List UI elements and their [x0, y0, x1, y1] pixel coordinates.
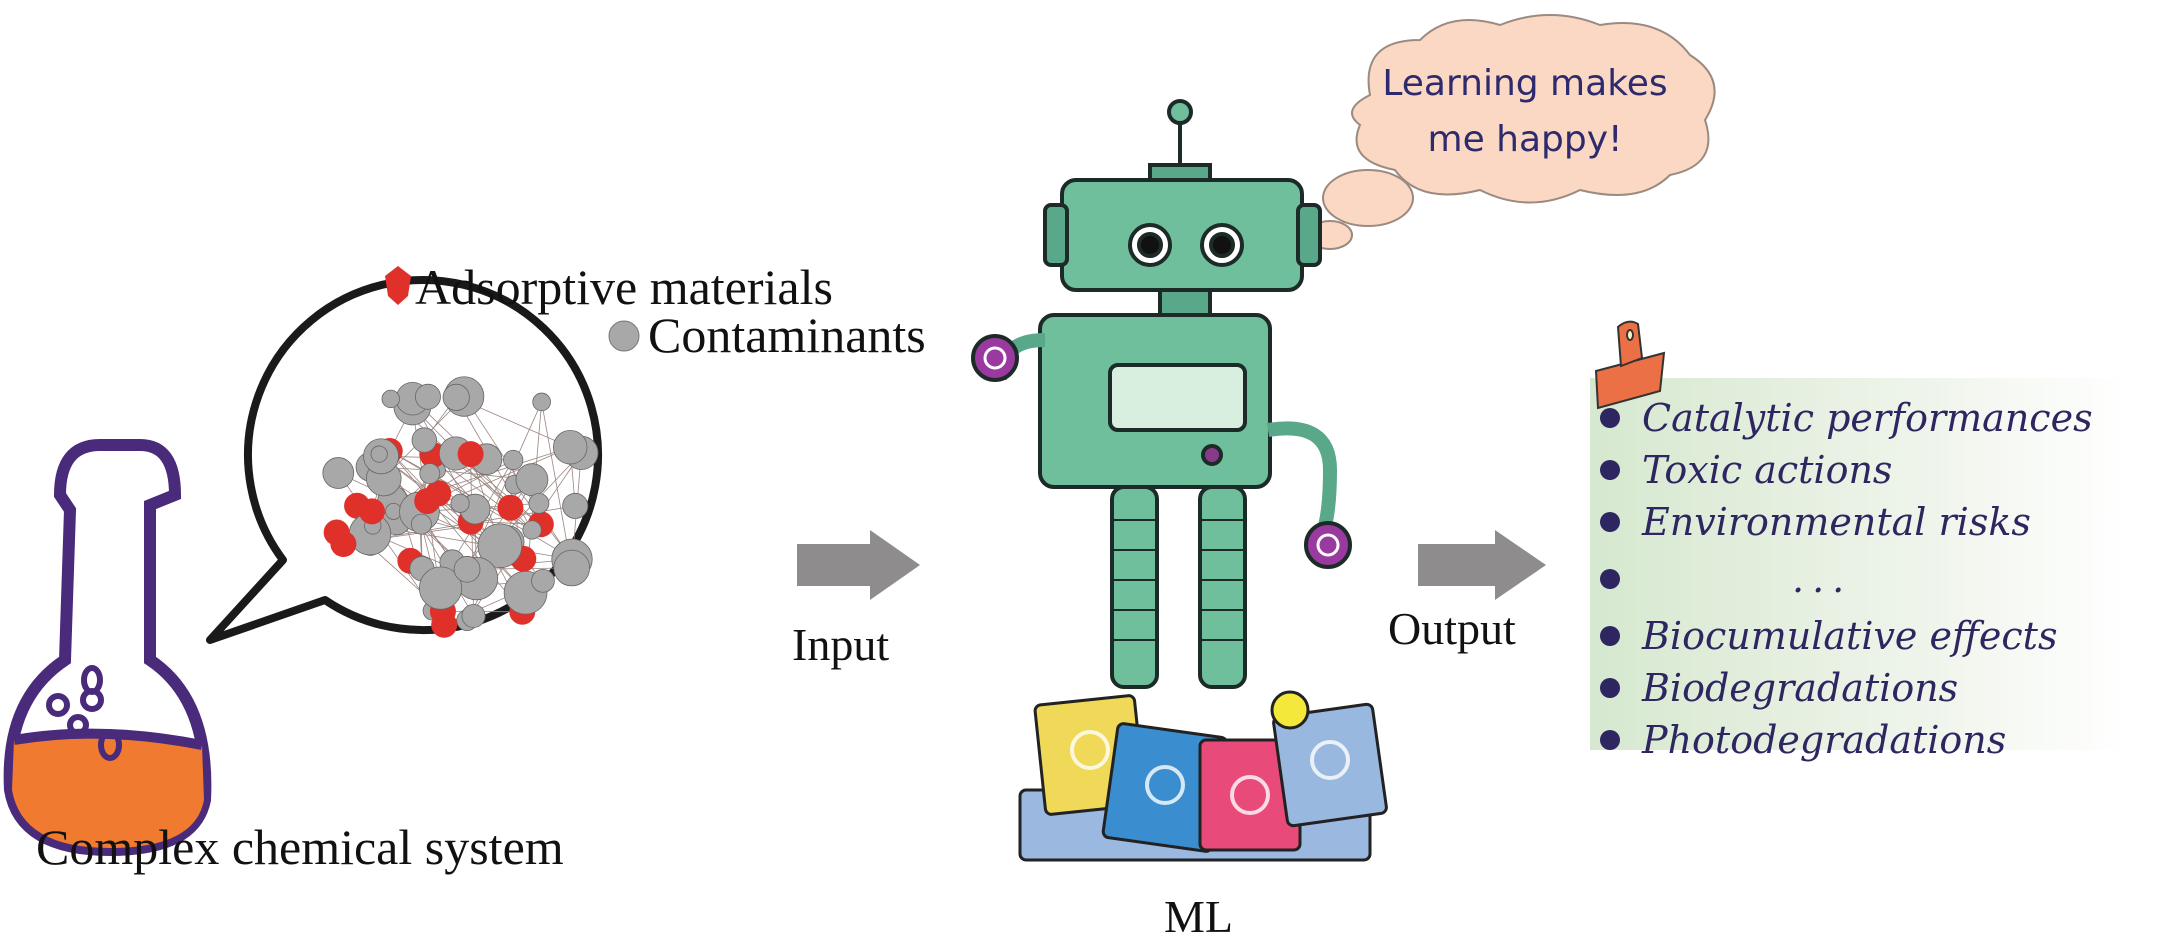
contaminant-particle: [515, 463, 549, 497]
adsorptive-particle: [457, 441, 484, 468]
contaminant-particle: [477, 523, 523, 569]
bullet-icon: [1600, 569, 1620, 589]
list-item: Biocumulative effects: [1600, 610, 2093, 662]
network-link: [541, 401, 570, 558]
contaminant-particle: [522, 520, 542, 540]
bullet-icon: [1600, 512, 1620, 532]
contaminant-particle: [450, 493, 470, 513]
input-arrow-icon: [797, 530, 920, 600]
list-item: Toxic actions: [1600, 444, 2093, 496]
adsorptive-particle: [497, 494, 524, 521]
list-item-text: ...: [1792, 557, 1853, 601]
contaminant-particle: [553, 549, 591, 587]
contaminant-legend-marker: [608, 320, 640, 352]
output-label: Output: [1388, 603, 1516, 654]
contaminant-particle: [419, 463, 441, 484]
robot-illustration: [971, 99, 1352, 689]
bullet-icon: [1600, 408, 1620, 428]
contaminant-particle: [370, 445, 388, 463]
contaminant-particle: [411, 427, 437, 453]
adsorptive-particle: [431, 611, 458, 638]
bullet-icon: [1600, 626, 1620, 646]
list-item: Biodegradations: [1600, 662, 2093, 714]
contaminant-particle: [503, 449, 524, 471]
thought-text: Learning makes me happy!: [1360, 56, 1690, 168]
contaminant-particle: [381, 389, 400, 409]
contaminant-particle: [553, 430, 588, 465]
adsorptive-legend-marker: [385, 266, 411, 305]
output-arrow-icon: [1418, 530, 1546, 600]
adsorptive-particle: [414, 488, 441, 515]
contaminant-particle: [461, 603, 486, 628]
contaminant-particle: [442, 383, 470, 411]
list-item: Environmental risks: [1600, 496, 2093, 548]
adsorptive-particle: [323, 519, 350, 546]
input-label: Input: [792, 619, 890, 670]
contaminant-particle: [418, 566, 463, 610]
bullet-icon: [1600, 460, 1620, 480]
list-item-text: Biocumulative effects: [1642, 614, 2058, 658]
contaminant-particle: [532, 392, 551, 412]
list-item-text: Catalytic performances: [1642, 396, 2093, 440]
contaminant-particle: [414, 383, 441, 410]
ml-label: ML: [1164, 891, 1233, 942]
output-clipboard: [1590, 378, 2130, 750]
contaminant-particle: [528, 492, 550, 514]
contaminants-label: Contaminants: [648, 307, 926, 363]
thought-line-1: Learning makes: [1382, 63, 1668, 104]
list-item-text: Toxic actions: [1642, 448, 1893, 492]
contaminant-particle: [531, 568, 555, 593]
list-item: ...: [1600, 548, 2093, 610]
list-item-text: Photodegradations: [1642, 718, 2007, 762]
bullet-icon: [1600, 678, 1620, 698]
clip-icon: [1594, 320, 1666, 410]
adsorptive-materials-label: Adsorptive materials: [415, 259, 833, 315]
thought-line-2: me happy!: [1427, 119, 1623, 160]
contaminant-particle: [562, 492, 589, 519]
list-item-text: Environmental risks: [1642, 500, 2031, 544]
output-list: Catalytic performances Toxic actions Env…: [1600, 392, 2093, 766]
contaminant-particle: [410, 513, 432, 535]
adsorptive-particle: [358, 498, 385, 525]
list-item: Catalytic performances: [1600, 392, 2093, 444]
particle-network: [322, 376, 599, 638]
list-item: Photodegradations: [1600, 714, 2093, 766]
complex-chemical-system-label: Complex chemical system: [36, 819, 564, 875]
bullet-icon: [1600, 730, 1620, 750]
flask-icon: [3, 439, 212, 857]
network-link: [389, 450, 526, 593]
contaminant-particle: [453, 555, 481, 583]
contaminant-particle: [322, 457, 355, 489]
network-link: [389, 450, 523, 612]
books-pile-icon: [1018, 690, 1388, 862]
list-item-text: Biodegradations: [1642, 666, 1959, 710]
